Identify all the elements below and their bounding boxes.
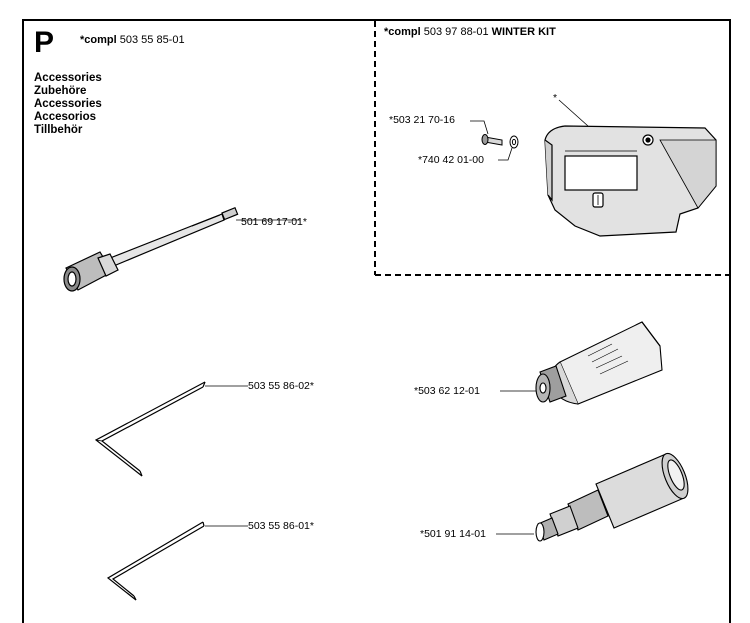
winter-kit-prefix: *compl [384, 26, 421, 38]
section-letter: P [34, 26, 55, 59]
accessories-title-list: Accessories Zubehöre Accessories Accesor… [34, 72, 102, 137]
label-grease-tube: *503 62 12-01 [414, 385, 480, 397]
label-screw: *503 21 70-16 [389, 114, 455, 126]
accessories-title-fr: Accessories [34, 98, 102, 110]
accessories-title-en: Accessories [34, 72, 102, 84]
label-cover: * [553, 92, 558, 104]
winter-cover-illustration [544, 125, 717, 237]
winter-kit-box-border [374, 21, 729, 276]
washer-illustration [509, 135, 519, 149]
winter-kit-name: WINTER KIT [491, 26, 556, 38]
main-kit-label: *compl 503 55 85-01 [80, 35, 185, 46]
label-washer: *740 42 01-00 [418, 154, 484, 166]
diagram-frame [22, 19, 731, 623]
leader-line [470, 120, 489, 135]
grease-tube-illustration [535, 321, 663, 405]
hex-key-small-illustration [106, 521, 205, 601]
accessories-title-de: Zubehöre [34, 85, 87, 97]
accessories-title-sv: Tillbehör [34, 124, 83, 136]
label-spanner-tool: 501 69 17-01* [241, 216, 307, 228]
winter-kit-label: *compl 503 97 88-01 WINTER KIT [384, 27, 556, 38]
accessories-title-es: Accesorios [34, 111, 97, 123]
leader-line [498, 147, 513, 161]
main-kit-number: 503 55 85-01 [119, 34, 185, 46]
label-hex-key-small: 503 55 86-01* [248, 520, 314, 532]
grease-gun-illustration [535, 452, 689, 542]
spanner-tool-illustration [63, 206, 239, 292]
main-kit-prefix: *compl [80, 34, 117, 46]
winter-kit-number: 503 97 88-01 [423, 26, 489, 38]
leader-line [558, 99, 589, 127]
screw-illustration [481, 134, 503, 146]
label-hex-key-large: 503 55 86-02* [248, 380, 314, 392]
hex-key-large-illustration [94, 381, 206, 477]
label-grease-gun: *501 91 14-01 [420, 528, 486, 540]
